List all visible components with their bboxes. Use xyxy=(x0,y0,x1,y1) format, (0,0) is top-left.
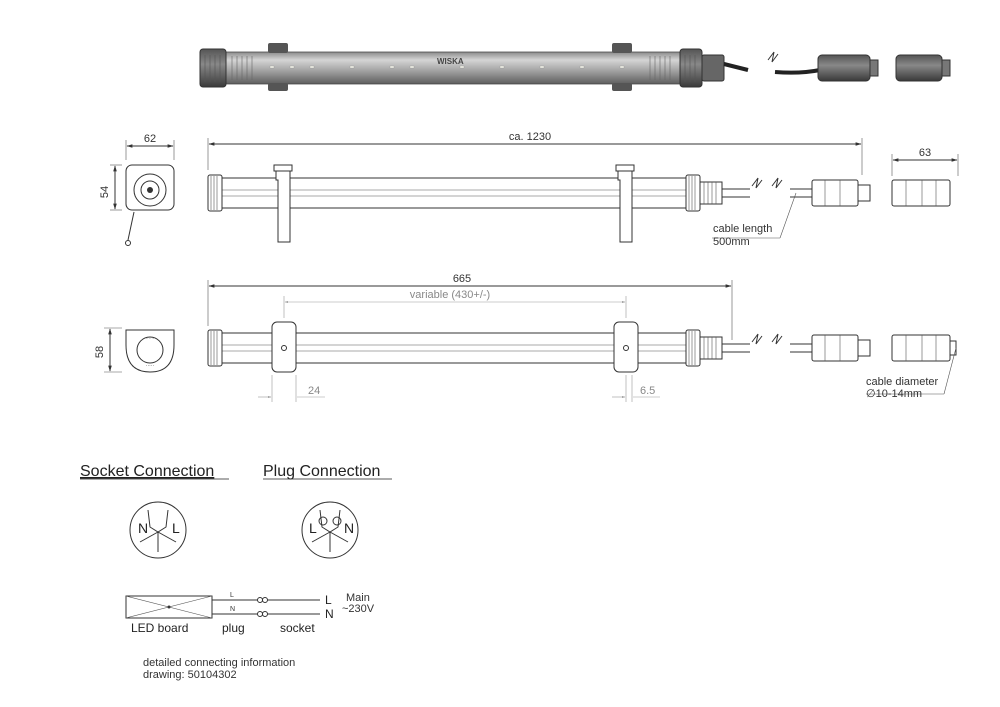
label-cable-diameter: cable diameter xyxy=(866,376,938,388)
main-label: Main xyxy=(346,592,370,604)
label-cable-length-value: 500mm xyxy=(713,236,750,248)
plug-label: plug xyxy=(222,621,245,635)
led-board-label: LED board xyxy=(131,621,188,635)
dim-variable: variable (430+/-) xyxy=(410,289,490,301)
side-view-2: · · · ····· 58 xyxy=(94,273,957,402)
note-line-1: detailed connecting information xyxy=(143,657,295,669)
plug-pin-l: L xyxy=(309,520,317,536)
wiring-diagram: L N L N Main ~230V LED board plug socket xyxy=(125,592,375,635)
dim-length-665: 665 xyxy=(453,273,471,285)
socket-pin-n: N xyxy=(138,520,148,536)
dim-front-height: 54 xyxy=(99,186,111,198)
socket-label: socket xyxy=(280,621,315,635)
plug-pin-diagram: L N xyxy=(301,501,359,559)
wire-label-l-small: L xyxy=(230,592,234,599)
dim-overall-length: ca. 1230 xyxy=(509,131,551,143)
socket-connection-title: Socket Connection xyxy=(80,463,214,480)
socket-pin-diagram: N L xyxy=(129,501,187,559)
svg-text:· · ·: · · · xyxy=(146,336,154,342)
dim-connector-length: 63 xyxy=(919,147,931,159)
note-line-2: drawing: 50104302 xyxy=(143,669,237,681)
label-cable-diameter-value: ∅10-14mm xyxy=(866,388,922,400)
svg-text:·····: ····· xyxy=(146,363,155,369)
label-cable-length: cable length xyxy=(713,223,772,235)
dim-bracket-offset: 24 xyxy=(308,385,320,397)
luminaire-render: WISKA xyxy=(199,43,951,91)
socket-pin-l: L xyxy=(172,520,180,536)
plug-pin-n: N xyxy=(344,520,354,536)
front-view: 62 54 xyxy=(99,133,175,246)
side-view-1: ca. 1230 63 cable length 500mm xyxy=(207,131,959,248)
plug-connection-title: Plug Connection xyxy=(263,463,380,480)
voltage-label: ~230V xyxy=(342,603,375,615)
dim-front-width: 62 xyxy=(144,133,156,145)
wire-label-n-small: N xyxy=(230,606,235,613)
wire-label-l: L xyxy=(325,593,332,607)
wire-label-n: N xyxy=(325,607,334,621)
brand-label: WISKA xyxy=(437,57,464,66)
dim-bracket-width: 6.5 xyxy=(640,385,655,397)
dim-side-height: 58 xyxy=(94,346,106,358)
